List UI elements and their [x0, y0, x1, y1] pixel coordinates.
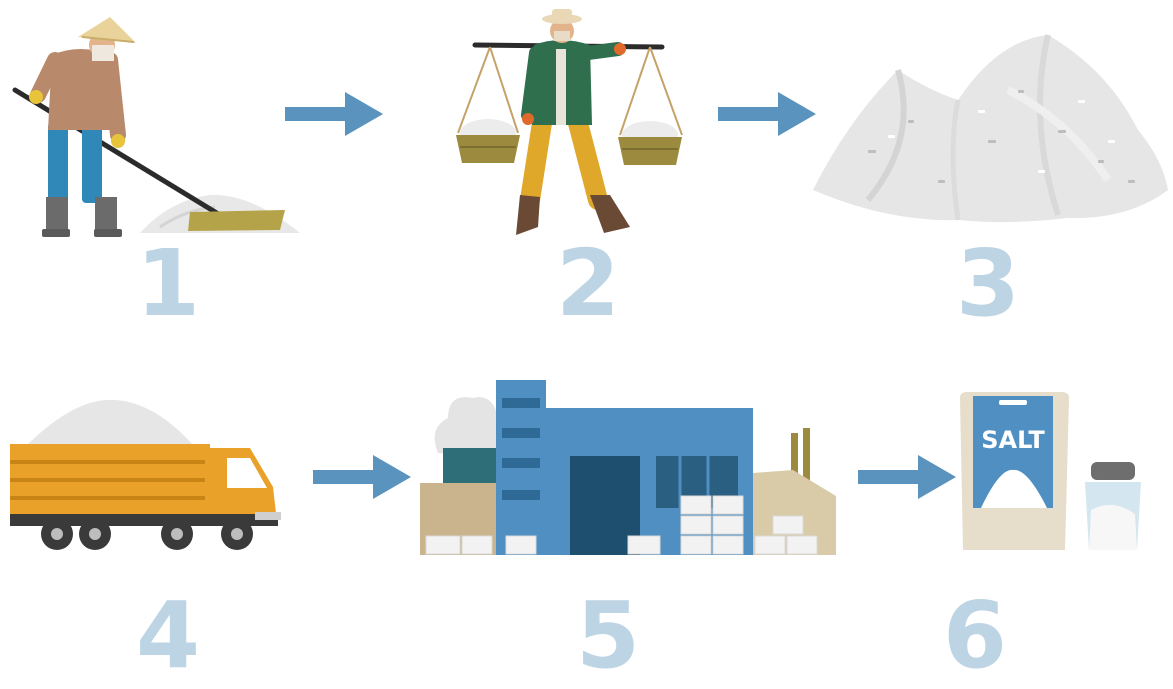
step-number-2: 2	[555, 230, 620, 337]
salt-farmer-raking-icon	[12, 17, 300, 237]
arrow-right-icon	[718, 92, 816, 136]
arrow-right-icon	[313, 455, 411, 499]
step-number-4: 4	[135, 582, 200, 689]
arrow-right-icon	[858, 455, 956, 499]
salt-package-shaker-icon: SALT	[960, 392, 1141, 550]
step-number-6: 6	[942, 582, 1007, 689]
step-number-1: 1	[135, 230, 200, 337]
package-label: SALT	[981, 426, 1045, 454]
salt-truck-icon	[10, 399, 281, 550]
salt-mounds-icon	[813, 34, 1168, 223]
salt-factory-icon	[420, 380, 836, 555]
step-number-3: 3	[955, 230, 1020, 337]
salt-carrier-baskets-icon	[456, 9, 683, 235]
step-number-5: 5	[575, 582, 640, 689]
arrow-right-icon	[285, 92, 383, 136]
salt-production-diagram: 1 2 3	[10, 9, 1168, 682]
